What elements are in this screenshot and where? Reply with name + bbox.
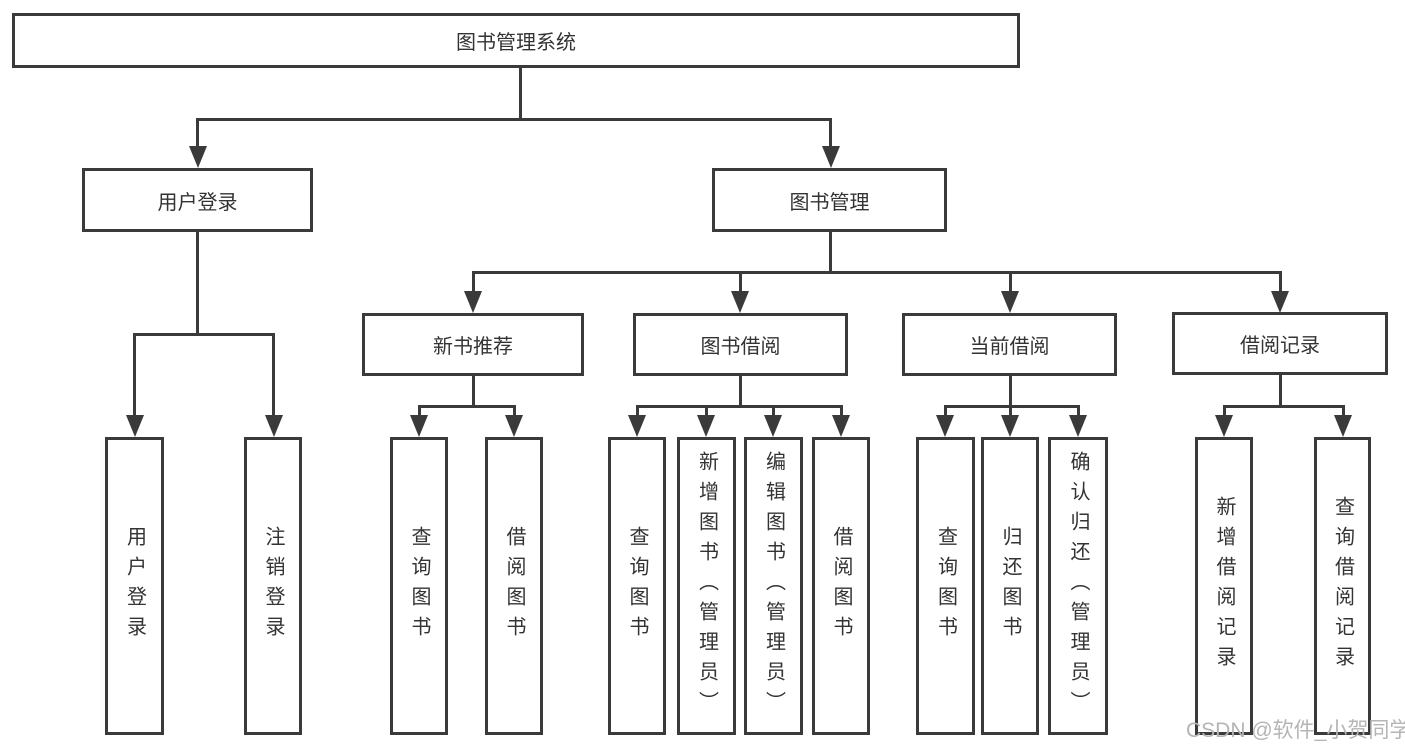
leaf-logout: 注销登录 xyxy=(244,437,302,735)
connector-line xyxy=(133,333,136,415)
node-label: 图书管理系统 xyxy=(456,32,576,54)
node-label: 图书借阅 xyxy=(700,336,781,358)
arrow-down-icon xyxy=(764,415,782,437)
connector-line xyxy=(272,333,275,415)
node-book-management: 图书管理 xyxy=(712,168,947,232)
node-label: 借阅记录 xyxy=(1240,335,1320,357)
leaf-br-add-record: 新增借阅记录 xyxy=(1195,437,1253,735)
connector-line xyxy=(1009,405,1012,416)
watermark: CSDN @软件_小贺同学 xyxy=(1186,719,1405,742)
connector-line xyxy=(739,376,742,407)
node-library-management-system: 图书管理系统 xyxy=(12,13,1020,68)
arrow-down-icon xyxy=(464,291,482,313)
connector-line xyxy=(944,405,1080,408)
connector-line xyxy=(944,405,947,416)
arrow-down-icon xyxy=(822,146,840,168)
connector-line xyxy=(133,333,275,336)
leaf-nb-query-books: 查询图书 xyxy=(390,437,448,735)
leaf-cb-return-books: 归还图书 xyxy=(981,437,1039,735)
leaf-label: 查询图书 xyxy=(626,526,648,646)
leaf-label: 编辑图书（管理员） xyxy=(762,451,785,721)
connector-line xyxy=(1009,376,1012,407)
arrow-down-icon xyxy=(126,415,144,437)
leaf-bb-query-books: 查询图书 xyxy=(608,437,666,735)
leaf-bb-add-books-admin: 新增图书（管理员） xyxy=(677,437,736,735)
connector-line xyxy=(1279,375,1282,407)
leaf-label: 借阅图书 xyxy=(503,526,525,646)
connector-line xyxy=(739,271,742,291)
arrow-down-icon xyxy=(265,415,283,437)
leaf-label: 新增图书（管理员） xyxy=(695,451,718,721)
arrow-down-icon xyxy=(1001,291,1019,313)
leaf-label: 查询图书 xyxy=(934,526,957,646)
leaf-label: 用户登录 xyxy=(123,526,146,646)
node-book-borrowing: 图书借阅 xyxy=(633,313,848,376)
connector-line xyxy=(1223,405,1226,416)
leaf-nb-borrow-books: 借阅图书 xyxy=(485,437,543,735)
leaf-label: 确认归还（管理员） xyxy=(1067,451,1089,721)
node-label: 当前借阅 xyxy=(969,336,1050,358)
connector-line xyxy=(418,405,421,416)
arrow-down-icon xyxy=(1334,415,1352,437)
connector-line xyxy=(636,405,843,408)
arrow-down-icon xyxy=(1001,415,1019,437)
leaf-label: 借阅图书 xyxy=(830,526,852,646)
arrow-down-icon xyxy=(505,415,523,437)
arrow-down-icon xyxy=(936,415,954,437)
leaf-label: 新增借阅记录 xyxy=(1213,496,1235,676)
connector-line xyxy=(1342,405,1345,416)
leaf-cb-query-books: 查询图书 xyxy=(916,437,975,735)
arrow-down-icon xyxy=(628,415,646,437)
connector-line xyxy=(772,405,775,416)
node-label: 用户登录 xyxy=(157,191,238,214)
arrow-down-icon xyxy=(1271,291,1289,313)
connector-line xyxy=(418,405,516,408)
node-label: 图书管理 xyxy=(789,191,870,214)
connector-line xyxy=(829,232,832,274)
connector-line xyxy=(472,376,475,407)
leaf-label: 归还图书 xyxy=(999,526,1021,646)
leaf-bb-borrow-books: 借阅图书 xyxy=(812,437,870,735)
connector-line xyxy=(705,405,708,416)
node-current-borrowing: 当前借阅 xyxy=(902,313,1117,376)
connector-line xyxy=(196,232,199,335)
connector-line xyxy=(513,405,516,416)
node-label: 新书推荐 xyxy=(433,336,513,358)
connector-line xyxy=(829,118,832,148)
leaf-label: 注销登录 xyxy=(262,526,284,646)
connector-line xyxy=(1009,271,1012,291)
leaf-bb-edit-books-admin: 编辑图书（管理员） xyxy=(744,437,803,735)
leaf-user-login: 用户登录 xyxy=(105,437,164,735)
arrow-down-icon xyxy=(189,146,207,168)
leaf-br-query-record: 查询借阅记录 xyxy=(1314,437,1371,735)
arrow-down-icon xyxy=(1215,415,1233,437)
connector-line xyxy=(840,405,843,416)
connector-line xyxy=(519,68,522,119)
connector-line xyxy=(1279,271,1282,291)
arrow-down-icon xyxy=(1069,415,1087,437)
node-borrow-records: 借阅记录 xyxy=(1172,312,1388,375)
node-new-book-recommend: 新书推荐 xyxy=(362,313,584,376)
arrow-down-icon xyxy=(731,291,749,313)
connector-line xyxy=(1077,405,1080,416)
connector-line xyxy=(1223,405,1345,408)
leaf-cb-confirm-return-admin: 确认归还（管理员） xyxy=(1048,437,1108,735)
arrow-down-icon xyxy=(832,415,850,437)
arrow-down-icon xyxy=(697,415,715,437)
leaf-label: 查询图书 xyxy=(408,526,430,646)
leaf-label: 查询借阅记录 xyxy=(1331,496,1354,676)
node-user-login: 用户登录 xyxy=(82,168,313,232)
connector-line xyxy=(472,271,475,291)
connector-line xyxy=(196,118,199,148)
arrow-down-icon xyxy=(410,415,428,437)
connector-line xyxy=(472,271,1282,274)
connector-line xyxy=(636,405,639,416)
connector-line xyxy=(196,118,832,121)
